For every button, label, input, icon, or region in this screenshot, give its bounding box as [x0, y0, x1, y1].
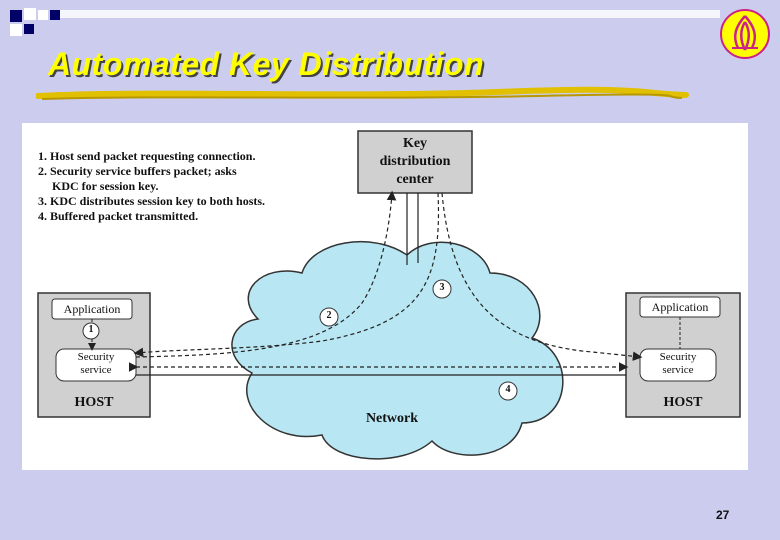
- right-host-label: HOST: [663, 395, 703, 410]
- kdc-label-line-3: center: [396, 172, 434, 187]
- left-host-label: HOST: [74, 395, 114, 410]
- kdc-label-line-2: distribution: [379, 154, 451, 169]
- kdc-label-line-1: Key: [402, 136, 428, 151]
- step-list: 1. Host send packet requesting connectio…: [38, 149, 265, 224]
- right-security-line-1: Security: [659, 351, 697, 363]
- step-4-text: 4. Buffered packet transmitted.: [38, 209, 199, 223]
- left-application-label: Application: [63, 302, 121, 316]
- network-label: Network: [365, 411, 419, 426]
- step-2-text: 2. Security service buffers packet; asks: [38, 164, 237, 178]
- step-marker-4-label: 4: [505, 384, 511, 395]
- slide-title: Automated Key Distribution: [48, 46, 485, 82]
- key-distribution-diagram: 1. Host send packet requesting connectio…: [22, 123, 748, 470]
- left-security-line-2: service: [80, 364, 112, 376]
- step-marker-4: [498, 381, 518, 401]
- step-marker-1: [82, 322, 100, 340]
- right-security-service-box: [639, 348, 717, 382]
- header-bar-decoration: [60, 10, 720, 18]
- step-1-text: 1. Host send packet requesting connectio…: [38, 149, 256, 163]
- step-marker-2-label: 2: [326, 310, 332, 321]
- right-application-label: Application: [651, 300, 709, 314]
- network-cloud: [231, 241, 564, 460]
- right-security-line-2: service: [662, 364, 694, 376]
- kdc-label: Key distribution center: [358, 135, 472, 189]
- step-marker-3-label: 3: [439, 282, 445, 293]
- step-marker-1-label: 1: [88, 324, 94, 335]
- step-3-text: 3. KDC distributes session key to both h…: [38, 194, 266, 208]
- step-marker-3: [432, 279, 452, 299]
- kdc-box: [357, 130, 473, 194]
- left-security-line-1: Security: [77, 351, 115, 363]
- corner-squares-decoration: [10, 8, 60, 36]
- left-security-label: Security service: [56, 351, 136, 377]
- page-number: 27: [716, 508, 730, 522]
- step-marker-2: [319, 307, 339, 327]
- step-2-continuation-text: KDC for session key.: [52, 179, 159, 193]
- right-security-label: Security service: [640, 351, 716, 377]
- title-underline-brush: [36, 86, 689, 100]
- university-logo: [720, 9, 770, 59]
